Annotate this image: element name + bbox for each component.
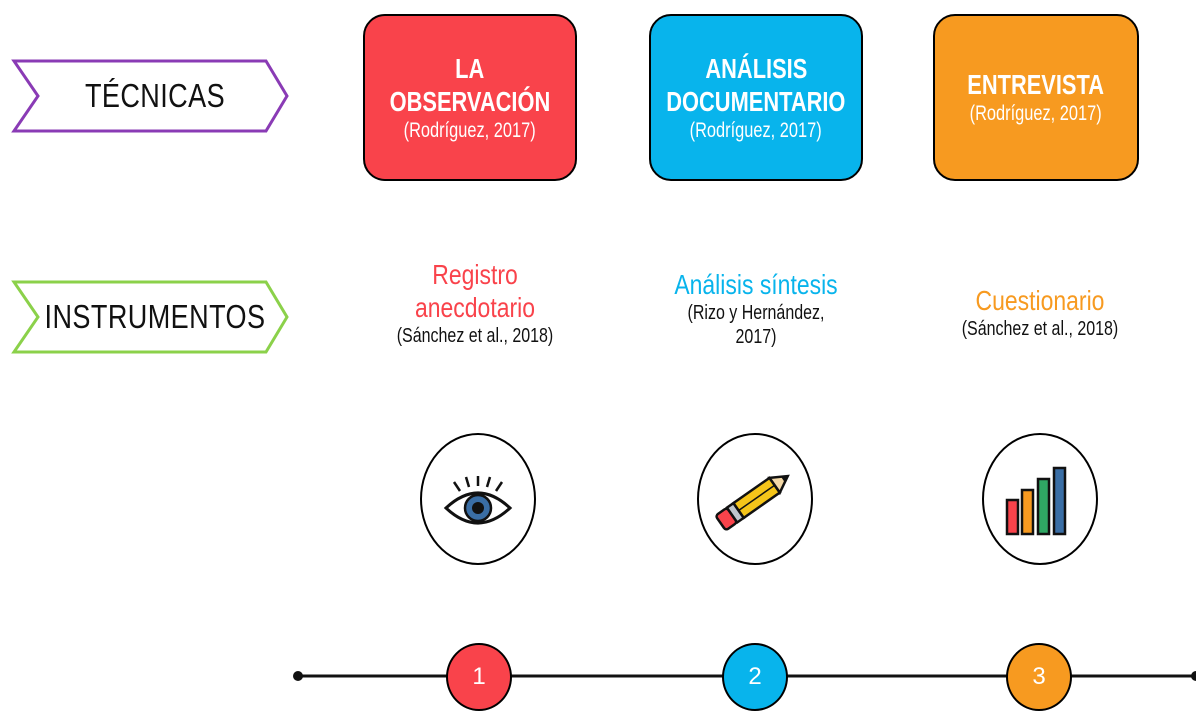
eye-icon bbox=[443, 476, 513, 525]
instrumentos-label: INSTRUMENTOS bbox=[44, 298, 266, 335]
instrument-citation: (Rizo y Hernández, bbox=[687, 302, 825, 324]
instrument-citation: (Sánchez et al., 2018) bbox=[961, 318, 1119, 340]
bar-chart-icon bbox=[1005, 466, 1067, 536]
technique-citation: (Rodríguez, 2017) bbox=[689, 118, 823, 142]
instrument-name-line1: Registro bbox=[432, 259, 518, 290]
instrument-analisis-sintesis: Análisis síntesis (Rizo y Hernández, 201… bbox=[636, 268, 876, 349]
timeline-step-3: 3 bbox=[1006, 643, 1072, 711]
instrument-registro-anecdotario: Registro anecdotario (Sánchez et al., 20… bbox=[360, 258, 590, 348]
timeline-start-dot bbox=[293, 671, 303, 681]
instrument-citation: (Sánchez et al., 2018) bbox=[396, 325, 554, 347]
tecnicas-arrow-shape bbox=[11, 59, 289, 133]
instrument-cuestionario: Cuestionario (Sánchez et al., 2018) bbox=[925, 284, 1155, 341]
pencil-icon bbox=[715, 474, 790, 531]
timeline-step-1: 1 bbox=[446, 643, 512, 711]
technique-citation: (Rodríguez, 2017) bbox=[403, 118, 537, 142]
instrument-citation-line2: 2017) bbox=[735, 326, 777, 348]
technique-box-analisis-documentario: ANÁLISIS DOCUMENTARIO (Rodríguez, 2017) bbox=[649, 14, 863, 181]
technique-title-line2: OBSERVACIÓN bbox=[389, 85, 551, 117]
technique-box-entrevista: ENTREVISTA (Rodríguez, 2017) bbox=[933, 14, 1139, 181]
technique-title-line1: ANÁLISIS bbox=[705, 52, 807, 84]
tecnicas-label: TÉCNICAS bbox=[84, 77, 226, 114]
instrumentos-arrow-shape bbox=[11, 280, 289, 354]
technique-title-line1: ENTREVISTA bbox=[967, 69, 1105, 100]
technique-title-line1: LA bbox=[455, 52, 485, 84]
timeline-end-dot bbox=[1191, 671, 1196, 681]
technique-box-observacion: LA OBSERVACIÓN (Rodríguez, 2017) bbox=[363, 14, 577, 181]
instrument-name-line1: Análisis síntesis bbox=[674, 269, 838, 300]
instrument-name-line1: Cuestionario bbox=[975, 285, 1105, 316]
instrument-name-line2: anecdotario bbox=[414, 292, 536, 323]
timeline-step-2: 2 bbox=[722, 643, 788, 711]
technique-citation: (Rodríguez, 2017) bbox=[969, 102, 1103, 125]
technique-title-line2: DOCUMENTARIO bbox=[666, 85, 846, 117]
